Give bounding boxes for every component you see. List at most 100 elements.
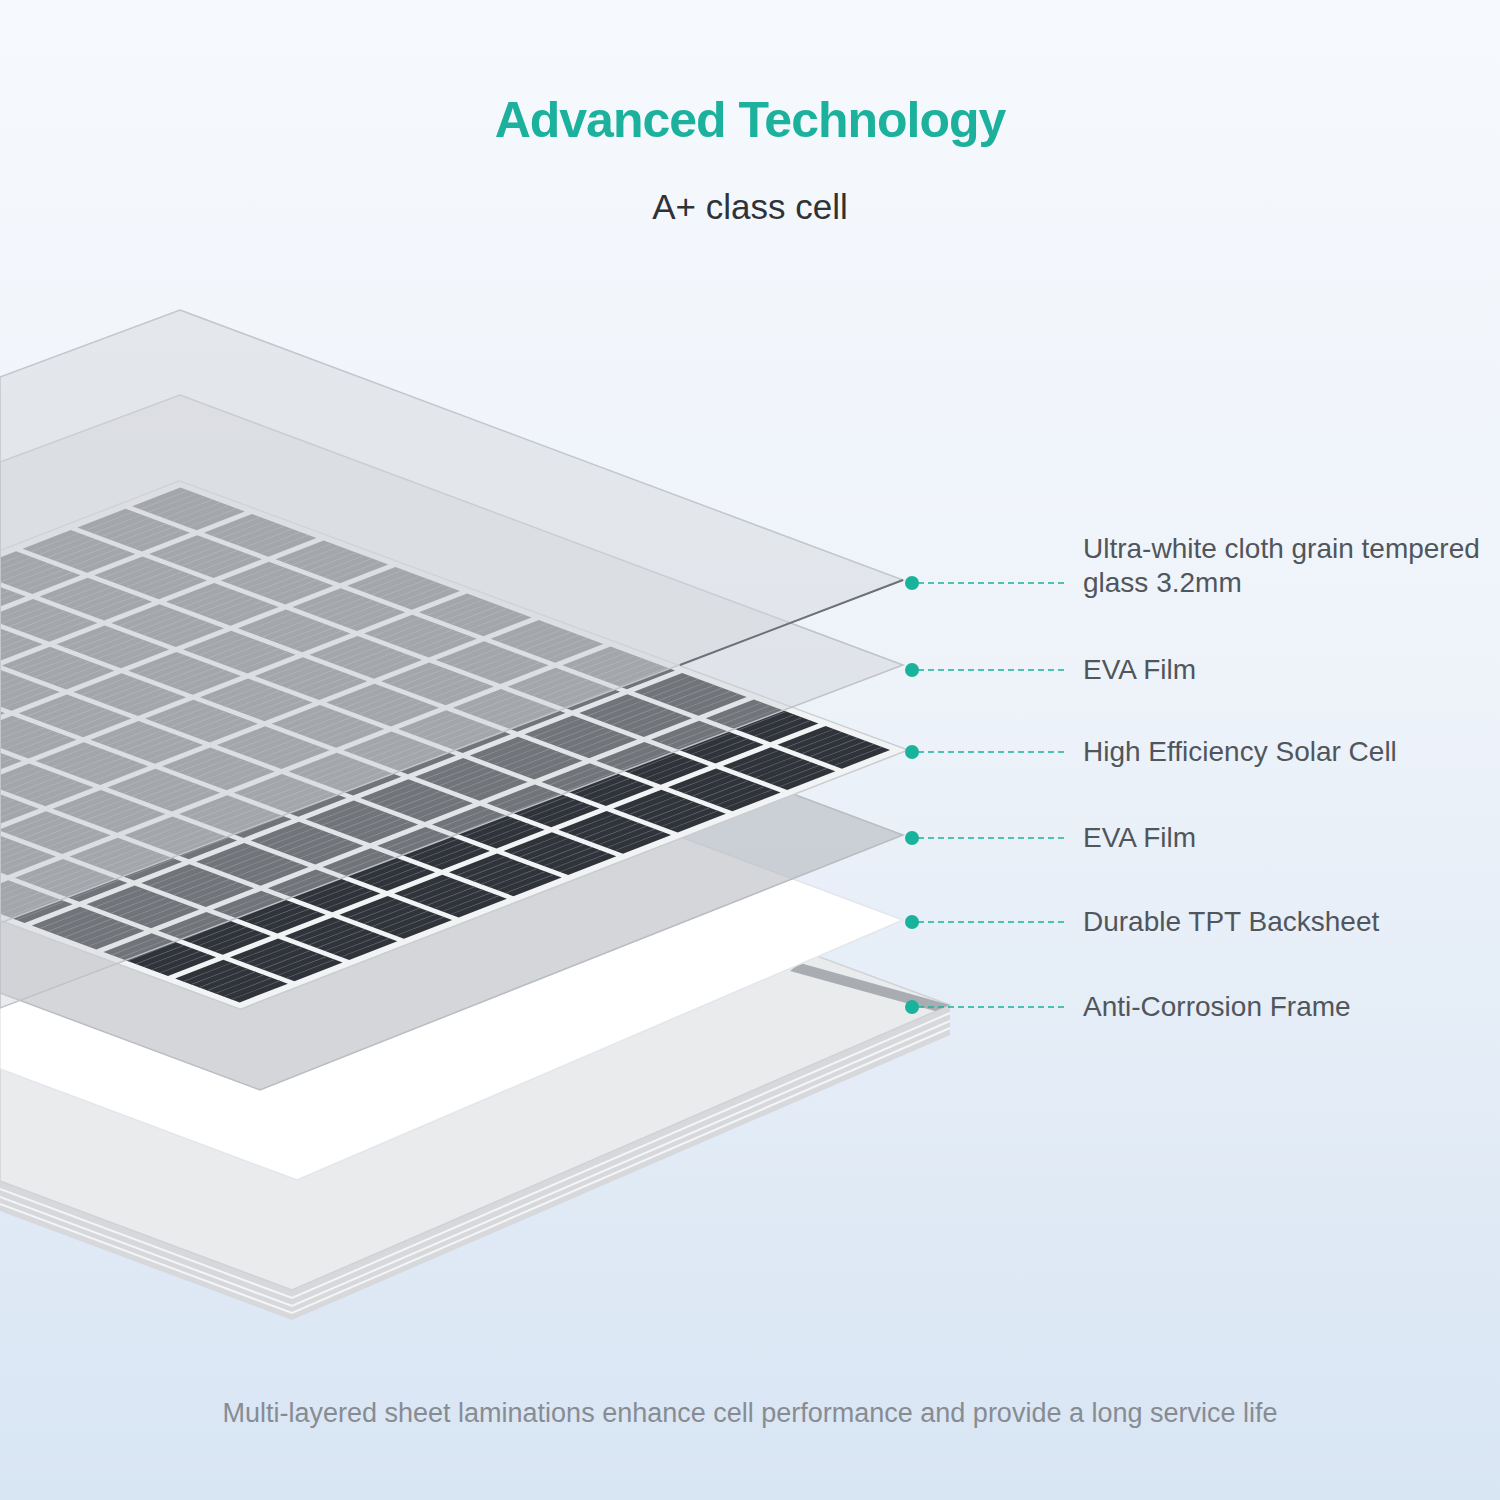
- cell-finger: [183, 963, 231, 982]
- cell-finger: [645, 802, 693, 821]
- cell-finger: [802, 735, 850, 754]
- cell-finger: [347, 899, 395, 918]
- cell-finger: [621, 793, 669, 812]
- cell-finger: [560, 853, 608, 872]
- leader-dot: [905, 915, 919, 929]
- cell-finger: [270, 954, 318, 973]
- cell-finger: [654, 805, 702, 824]
- cell-finger: [629, 796, 677, 815]
- leader-lines: [918, 583, 1068, 1007]
- cell-finger: [341, 938, 389, 957]
- cell-finger: [699, 739, 747, 758]
- cell-finger: [278, 956, 326, 975]
- leader-dot: [905, 576, 919, 590]
- cell-finger: [512, 835, 560, 854]
- cell-finger: [262, 951, 310, 970]
- cell-finger: [826, 744, 874, 763]
- leader-line: [918, 582, 1068, 584]
- cell-finger: [418, 884, 466, 903]
- cell-finger: [224, 978, 272, 997]
- leader-line: [918, 751, 1068, 753]
- cell-finger: [520, 838, 568, 857]
- cell-finger: [199, 969, 247, 988]
- cell-finger: [371, 866, 419, 885]
- cell-finger: [160, 954, 208, 973]
- cell-finger: [191, 966, 239, 985]
- cell-finger: [152, 951, 200, 970]
- cell-finger: [670, 811, 718, 830]
- cell-finger: [497, 871, 545, 890]
- cell-finger: [590, 781, 638, 800]
- layer-label: EVA Film: [1083, 821, 1483, 855]
- cell-finger: [676, 772, 724, 791]
- cell-finger: [333, 935, 381, 954]
- leader-line: [918, 669, 1068, 671]
- cell-finger: [834, 747, 882, 766]
- cell-finger: [755, 759, 803, 778]
- cell-finger: [254, 948, 302, 967]
- cell-finger: [480, 824, 528, 843]
- cell-finger: [269, 912, 317, 931]
- layer-label: Durable TPT Backsheet: [1083, 905, 1483, 939]
- cell-finger: [607, 829, 655, 848]
- cell-finger: [771, 765, 819, 784]
- cell-finger: [286, 959, 334, 978]
- cell-finger: [380, 911, 428, 930]
- cell-finger: [261, 909, 309, 928]
- cell-finger: [316, 887, 364, 906]
- cell-finger: [325, 932, 373, 951]
- cell-finger: [301, 923, 349, 942]
- cell-finger: [443, 893, 491, 912]
- cell-finger: [544, 847, 592, 866]
- cell-finger: [434, 848, 482, 867]
- cell-finger: [505, 874, 553, 893]
- glass-edge: [680, 580, 903, 665]
- cell-finger: [575, 817, 623, 836]
- layer-label: EVA Film: [1083, 653, 1483, 687]
- cell-finger: [653, 763, 701, 782]
- leader-dot: [905, 663, 919, 677]
- cell-finger: [207, 930, 255, 949]
- cell-finger: [754, 717, 802, 736]
- cell-finger: [747, 756, 795, 775]
- cell-finger: [426, 845, 474, 864]
- cell-finger: [207, 972, 255, 991]
- cell-finger: [779, 768, 827, 787]
- cell-finger: [591, 823, 639, 842]
- cell-finger: [528, 841, 576, 860]
- cell-finger: [396, 917, 444, 936]
- leader-dot: [905, 831, 919, 845]
- title: Advanced Technology: [0, 90, 1500, 150]
- cell-finger: [708, 784, 756, 803]
- cell-finger: [583, 820, 631, 839]
- cell-finger: [818, 741, 866, 760]
- cell-finger: [724, 789, 772, 808]
- leader-line: [918, 837, 1068, 839]
- cell-finger: [324, 890, 372, 909]
- cell-finger: [488, 827, 536, 846]
- cell-finger: [707, 742, 755, 761]
- cell-finger: [372, 908, 420, 927]
- cell-finger: [489, 869, 537, 888]
- cell-finger: [457, 857, 505, 876]
- cell-finger: [388, 914, 436, 933]
- cell-finger: [785, 729, 833, 748]
- cell-finger: [566, 814, 614, 833]
- caption: Multi-layered sheet laminations enhance …: [20, 1397, 1480, 1429]
- subtitle: A+ class cell: [0, 186, 1500, 228]
- cell-finger: [763, 762, 811, 781]
- cell-finger: [317, 929, 365, 948]
- leader-line: [918, 1006, 1068, 1008]
- cell-finger: [662, 808, 710, 827]
- cell-finger: [716, 786, 764, 805]
- cell-finger: [465, 860, 513, 879]
- cell-finger: [246, 945, 294, 964]
- cell-finger: [637, 799, 685, 818]
- cell-finger: [739, 753, 787, 772]
- cell-finger: [293, 920, 341, 939]
- cell-finger: [692, 778, 740, 797]
- cell-finger: [473, 863, 521, 882]
- cell-finger: [615, 832, 663, 851]
- layer-label: High Efficiency Solar Cell: [1083, 735, 1483, 769]
- layer-label: Ultra-white cloth grain tempered glass 3…: [1083, 532, 1483, 600]
